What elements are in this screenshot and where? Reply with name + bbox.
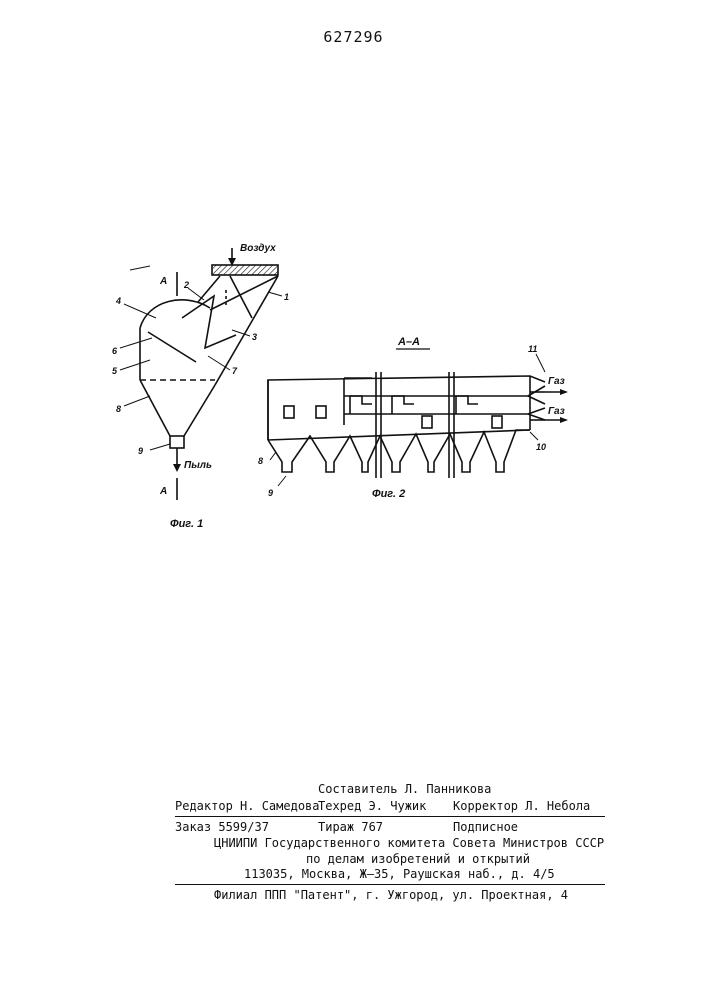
imprint-order: Заказ 5599/37 — [175, 820, 269, 834]
cyclone-dome — [140, 300, 210, 328]
hopper-row — [268, 430, 530, 472]
fig2-callout-8: 8 — [258, 456, 263, 466]
imprint-subscription: Подписное — [453, 820, 518, 834]
imprint-branch: Филиал ППП "Патент", г. Ужгород, ул. Про… — [214, 888, 568, 902]
inner-guide — [182, 296, 236, 348]
imprint-rule-1 — [175, 816, 605, 817]
window-4 — [492, 416, 502, 428]
deflector-blade — [148, 332, 196, 362]
callout-1: 1 — [284, 292, 289, 302]
callout-10: 10 — [536, 442, 546, 452]
section-mark-bottom: А — [160, 486, 167, 497]
imprint-address: 113035, Москва, Ж–35, Раушская наб., д. … — [244, 867, 555, 881]
window-1 — [284, 406, 294, 418]
imprint-org-line2: по делам изобретений и открытий — [306, 852, 530, 866]
imprint-compiler: Составитель Л. Панникова — [318, 782, 491, 796]
imprint-editor: Редактор Н. Самедова — [175, 799, 320, 813]
dust-outlet — [170, 436, 184, 448]
imprint-circulation: Тираж 767 — [318, 820, 383, 834]
callout-11: 11 — [528, 344, 537, 354]
callout-8: 8 — [116, 404, 121, 414]
callout-6: 6 — [112, 346, 117, 356]
imprint-corrector: Корректор Л. Небола — [453, 799, 590, 813]
gas-label-top: Газ — [548, 376, 565, 387]
air-label: Воздух — [240, 243, 276, 254]
callout-3: 3 — [252, 332, 257, 342]
section-title: А–А — [398, 336, 420, 348]
window-3 — [422, 416, 432, 428]
fig2-callout-9: 9 — [268, 488, 273, 498]
gas-label-bottom: Газ — [548, 406, 565, 417]
fig2-section — [268, 349, 568, 486]
dust-label: Пыль — [184, 460, 212, 471]
imprint-rule-2 — [175, 884, 605, 885]
imprint-techred: Техред Э. Чужик — [318, 799, 426, 813]
callout-2: 2 — [184, 280, 189, 290]
cone-left — [140, 380, 170, 436]
fig2-caption: Фиг. 2 — [372, 488, 405, 500]
cone-right — [184, 385, 215, 436]
callout-4: 4 — [116, 296, 121, 306]
window-2 — [316, 406, 326, 418]
callout-7: 7 — [232, 366, 237, 376]
callout-9: 9 — [138, 446, 143, 456]
callout-5: 5 — [112, 366, 117, 376]
section-mark-top: А — [160, 276, 167, 287]
fig1-caption: Фиг. 1 — [170, 518, 203, 530]
air-inlet-plate — [212, 265, 278, 275]
imprint-org-line1: ЦНИИПИ Государственного комитета Совета … — [214, 836, 604, 850]
